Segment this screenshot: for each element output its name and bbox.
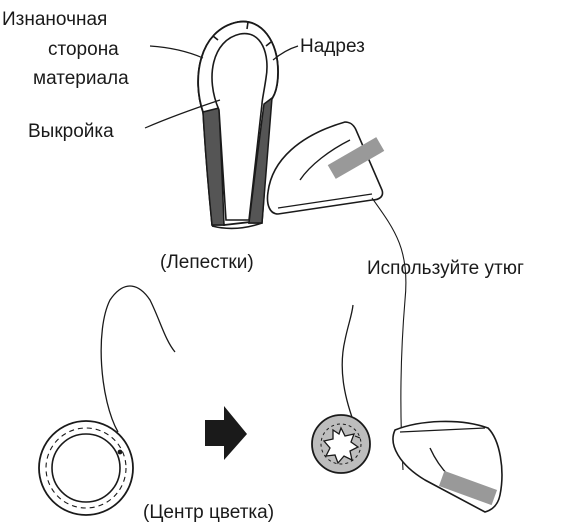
ring-thread-point <box>118 450 123 455</box>
gathered-center <box>312 415 370 473</box>
label-petals: (Лепестки) <box>160 252 254 273</box>
fabric-ring <box>39 421 133 515</box>
thread-right <box>342 305 356 428</box>
leader-wrong-side <box>150 46 203 58</box>
label-use-iron: Используйте утюг <box>367 258 524 279</box>
petal-figure <box>198 22 278 229</box>
label-wrong-side-2: сторона <box>48 39 119 60</box>
label-flower-center: (Центр цветка) <box>143 502 274 523</box>
label-pattern: Выкройка <box>28 121 114 142</box>
iron-top-body <box>267 122 382 214</box>
label-notch: Надрез <box>300 36 365 57</box>
thread-left <box>101 286 175 432</box>
iron-top <box>267 122 384 214</box>
label-wrong-side-3: материала <box>33 68 129 89</box>
right-arrow-icon <box>205 406 247 460</box>
iron-bottom <box>393 421 502 512</box>
notch-mark-2 <box>247 22 248 29</box>
label-wrong-side-1: Изнаночная <box>2 9 107 30</box>
